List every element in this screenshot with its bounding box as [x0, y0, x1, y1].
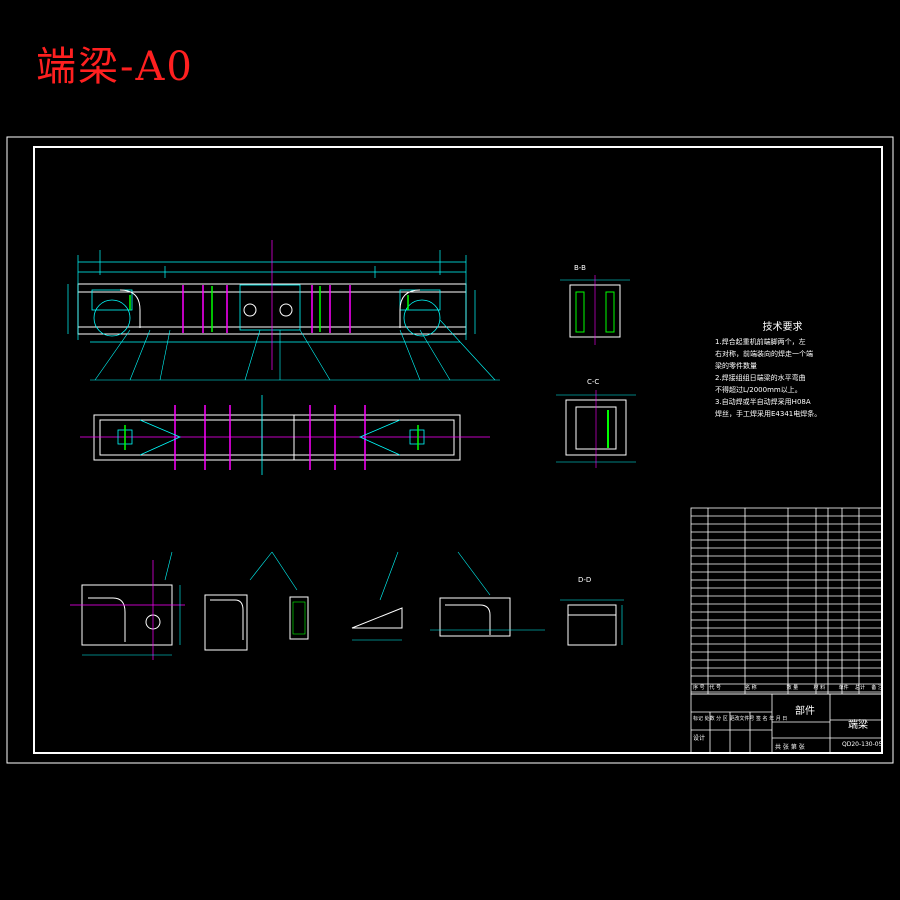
tech-line: 右对称，前端装向的焊走一个端	[715, 350, 813, 358]
technical-requirements: 技术要求 1.焊合起重机前端脚两个，左 右对称，前端装向的焊走一个端 梁的零件数…	[715, 322, 840, 420]
section-label-d: D-D	[578, 576, 592, 584]
section-b-b	[560, 275, 630, 345]
title-block	[690, 693, 883, 754]
parts-list	[690, 507, 883, 695]
parts-header: 序 号 代 号 名 称 数 量 材 料 单件 总计 备 注	[693, 684, 883, 691]
tech-line: 焊丝，手工焊采用E4341电焊条。	[715, 410, 822, 418]
titleblock-part-label: 部件	[795, 706, 815, 717]
titleblock-name: 端梁	[848, 720, 868, 731]
drawing-title: 端梁-A0	[36, 44, 194, 90]
outer-border	[6, 136, 894, 764]
plan-view	[80, 395, 490, 475]
tech-line: 2.焊接组组日端梁的水平弯曲	[715, 374, 806, 382]
titleblock-code: QD20-130-05	[842, 741, 883, 748]
titleblock-rev-header: 标记 处数 分 区 更改文件号 签 名 年 月 日	[693, 716, 788, 722]
tech-heading: 技术要求	[762, 322, 803, 333]
parts-header-cell: 总计	[855, 685, 866, 691]
inner-border	[33, 146, 883, 754]
section-label-b: B-B	[574, 264, 586, 272]
titleblock-sign: 设计	[693, 735, 706, 742]
parts-header-cell: 序 号	[693, 685, 705, 691]
titleblock-sheet: 共 张 第 张	[775, 744, 805, 751]
section-label-c: C-C	[587, 378, 600, 386]
parts-header-cell: 代 号	[709, 685, 721, 691]
parts-header-cell: 材 料	[813, 685, 826, 691]
parts-header-cell: 备 注	[871, 685, 883, 691]
parts-header-cell: 名 称	[745, 685, 757, 691]
tech-line: 1.焊合起重机前端脚两个，左	[715, 338, 806, 346]
tech-line: 3.自动焊或半自动焊采用H08A	[715, 398, 811, 406]
tech-line: 不得超过L/2000mm以上。	[715, 386, 802, 394]
parts-header-cell: 数 量	[786, 685, 799, 691]
parts-header-cell: 单件	[838, 685, 849, 691]
section-c-c	[556, 390, 636, 468]
detail-parts	[70, 551, 624, 660]
tech-line: 梁的零件数量	[715, 362, 757, 370]
main-elevation-view	[67, 240, 500, 381]
